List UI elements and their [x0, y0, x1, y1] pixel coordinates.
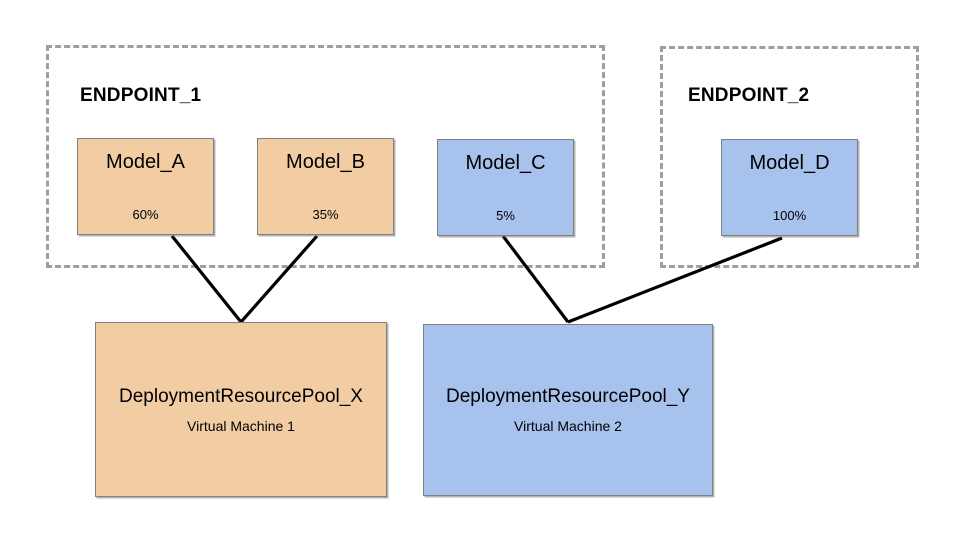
resource-pool-name: DeploymentResourcePool_X	[119, 385, 363, 407]
resource-pool-box-pool-y[interactable]: DeploymentResourcePool_Y Virtual Machine…	[423, 324, 713, 496]
endpoint-group-endpoint-1	[46, 45, 605, 268]
resource-pool-name: DeploymentResourcePool_Y	[446, 386, 690, 407]
model-name: Model_A	[106, 151, 185, 173]
resource-pool-box-pool-x[interactable]: DeploymentResourcePool_X Virtual Machine…	[95, 322, 387, 497]
endpoint-label-endpoint-1: ENDPOINT_1	[80, 85, 202, 106]
resource-pool-machine: Virtual Machine 2	[514, 418, 622, 434]
model-traffic-split: 60%	[132, 207, 159, 222]
endpoint-label-endpoint-2: ENDPOINT_2	[688, 85, 810, 106]
model-box-model-c[interactable]: Model_C 5%	[437, 139, 574, 236]
model-box-model-d[interactable]: Model_D 100%	[721, 139, 858, 236]
resource-pool-machine: Virtual Machine 1	[187, 417, 295, 434]
endpoint-group-endpoint-2	[660, 46, 919, 268]
model-box-model-b[interactable]: Model_B 35%	[257, 138, 394, 235]
model-name: Model_D	[749, 152, 830, 174]
model-traffic-split: 5%	[496, 208, 515, 223]
model-traffic-split: 100%	[772, 208, 807, 223]
model-name: Model_B	[286, 151, 365, 173]
model-name: Model_C	[465, 152, 546, 174]
model-traffic-split: 35%	[312, 207, 339, 222]
model-box-model-a[interactable]: Model_A 60%	[77, 138, 214, 235]
